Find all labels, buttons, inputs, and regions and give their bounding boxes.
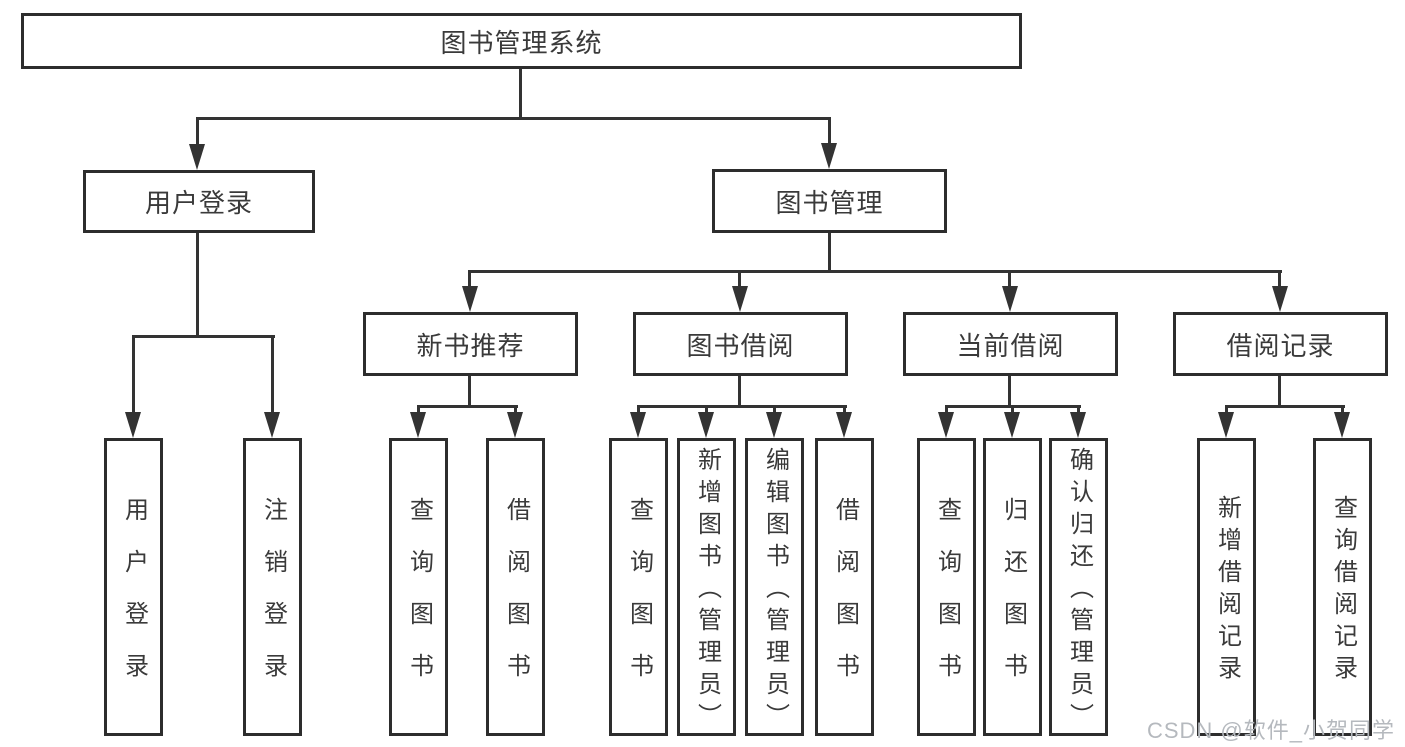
node-label: 借阅记录: [1226, 330, 1335, 361]
leaf-label: 查询图书: [405, 497, 433, 705]
leaf-label: 编辑图书（管理员）: [761, 447, 789, 735]
leaf-label: 查询图书: [933, 497, 961, 705]
connector-arrowhead: [462, 286, 478, 312]
leaf-user-login: 用户登录: [104, 438, 163, 736]
connector-arrowhead: [821, 143, 837, 169]
connector-arrowhead: [264, 412, 280, 438]
connector-line: [519, 69, 522, 119]
node-current-borrow: 当前借阅: [903, 312, 1118, 376]
connector-line: [132, 335, 275, 338]
connector-line: [1341, 407, 1344, 415]
connector-line: [738, 376, 741, 408]
connector-arrowhead: [1218, 412, 1234, 438]
connector-line: [132, 337, 135, 413]
connector-line: [1011, 407, 1014, 415]
connector-line: [1225, 405, 1345, 408]
leaf-confirm-return-admin: 确认归还（管理员）: [1049, 438, 1108, 736]
connector-line: [828, 119, 831, 146]
node-label: 新书推荐: [416, 330, 525, 361]
leaf-logout: 注销登录: [243, 438, 302, 736]
connector-line: [1278, 272, 1281, 288]
connector-line: [468, 376, 471, 408]
connector-line: [196, 117, 831, 120]
connector-line: [828, 233, 831, 273]
leaf-query-books: 查询图书: [389, 438, 448, 736]
connector-line: [945, 405, 1081, 408]
node-user-login: 用户登录: [83, 170, 315, 233]
connector-line: [196, 119, 199, 147]
leaf-edit-books-admin: 编辑图书（管理员）: [745, 438, 804, 736]
connector-arrowhead: [836, 412, 852, 438]
connector-line: [196, 233, 199, 338]
node-label: 图书借阅: [686, 330, 795, 361]
connector-line: [1225, 407, 1228, 415]
leaf-label: 新增借阅记录: [1213, 495, 1241, 687]
connector-arrowhead: [766, 412, 782, 438]
connector-line: [271, 337, 274, 413]
connector-line: [705, 407, 708, 415]
leaf-label: 归还图书: [999, 497, 1027, 705]
node-label: 当前借阅: [956, 330, 1065, 361]
connector-line: [468, 272, 471, 288]
leaf-return-books: 归还图书: [983, 438, 1042, 736]
connector-line: [738, 272, 741, 288]
node-root-library-system: 图书管理系统: [21, 13, 1022, 69]
connector-arrowhead: [1002, 286, 1018, 312]
connector-line: [417, 407, 420, 415]
leaf-add-books-admin: 新增图书（管理员）: [677, 438, 736, 736]
connector-line: [1008, 272, 1011, 288]
connector-arrowhead: [698, 412, 714, 438]
connector-line: [514, 407, 517, 415]
connector-line: [1008, 376, 1011, 408]
leaf-label: 查询图书: [625, 497, 653, 705]
leaf-label: 查询借阅记录: [1329, 495, 1357, 687]
connector-arrowhead: [1070, 412, 1086, 438]
leaf-query-books: 查询图书: [609, 438, 668, 736]
leaf-add-borrow-record: 新增借阅记录: [1197, 438, 1256, 736]
connector-line: [637, 405, 847, 408]
node-label: 用户登录: [144, 188, 253, 218]
connector-line: [773, 407, 776, 415]
leaf-label: 注销登录: [259, 497, 287, 705]
leaf-query-borrow-record: 查询借阅记录: [1313, 438, 1372, 736]
connector-line: [1077, 407, 1080, 415]
connector-arrowhead: [1334, 412, 1350, 438]
connector-line: [468, 270, 1282, 273]
node-book-management: 图书管理: [712, 169, 947, 233]
leaf-label: 借阅图书: [831, 497, 859, 705]
connector-line: [1278, 376, 1281, 408]
connector-arrowhead: [125, 412, 141, 438]
connector-arrowhead: [1272, 286, 1288, 312]
connector-arrowhead: [732, 286, 748, 312]
connector-line: [945, 407, 948, 415]
leaf-label: 确认归还（管理员）: [1065, 447, 1093, 735]
leaf-label: 新增图书（管理员）: [693, 447, 721, 735]
node-label: 图书管理: [775, 187, 884, 218]
connector-arrowhead: [938, 412, 954, 438]
csdn-watermark: CSDN @软件_小贺同学: [1146, 718, 1395, 743]
leaf-query-books: 查询图书: [917, 438, 976, 736]
connector-arrowhead: [1004, 412, 1020, 438]
node-borrow-records: 借阅记录: [1173, 312, 1388, 376]
connector-line: [843, 407, 846, 415]
leaf-label: 借阅图书: [502, 497, 530, 705]
connector-arrowhead: [630, 412, 646, 438]
connector-line: [417, 405, 518, 408]
node-new-book-recommend: 新书推荐: [363, 312, 578, 376]
connector-arrowhead: [410, 412, 426, 438]
leaf-borrow-books: 借阅图书: [815, 438, 874, 736]
connector-arrowhead: [189, 144, 205, 170]
connector-arrowhead: [507, 412, 523, 438]
leaf-label: 用户登录: [120, 497, 148, 705]
leaf-borrow-books: 借阅图书: [486, 438, 545, 736]
node-label: 图书管理系统: [440, 27, 603, 58]
connector-line: [637, 407, 640, 415]
node-book-borrow: 图书借阅: [633, 312, 848, 376]
